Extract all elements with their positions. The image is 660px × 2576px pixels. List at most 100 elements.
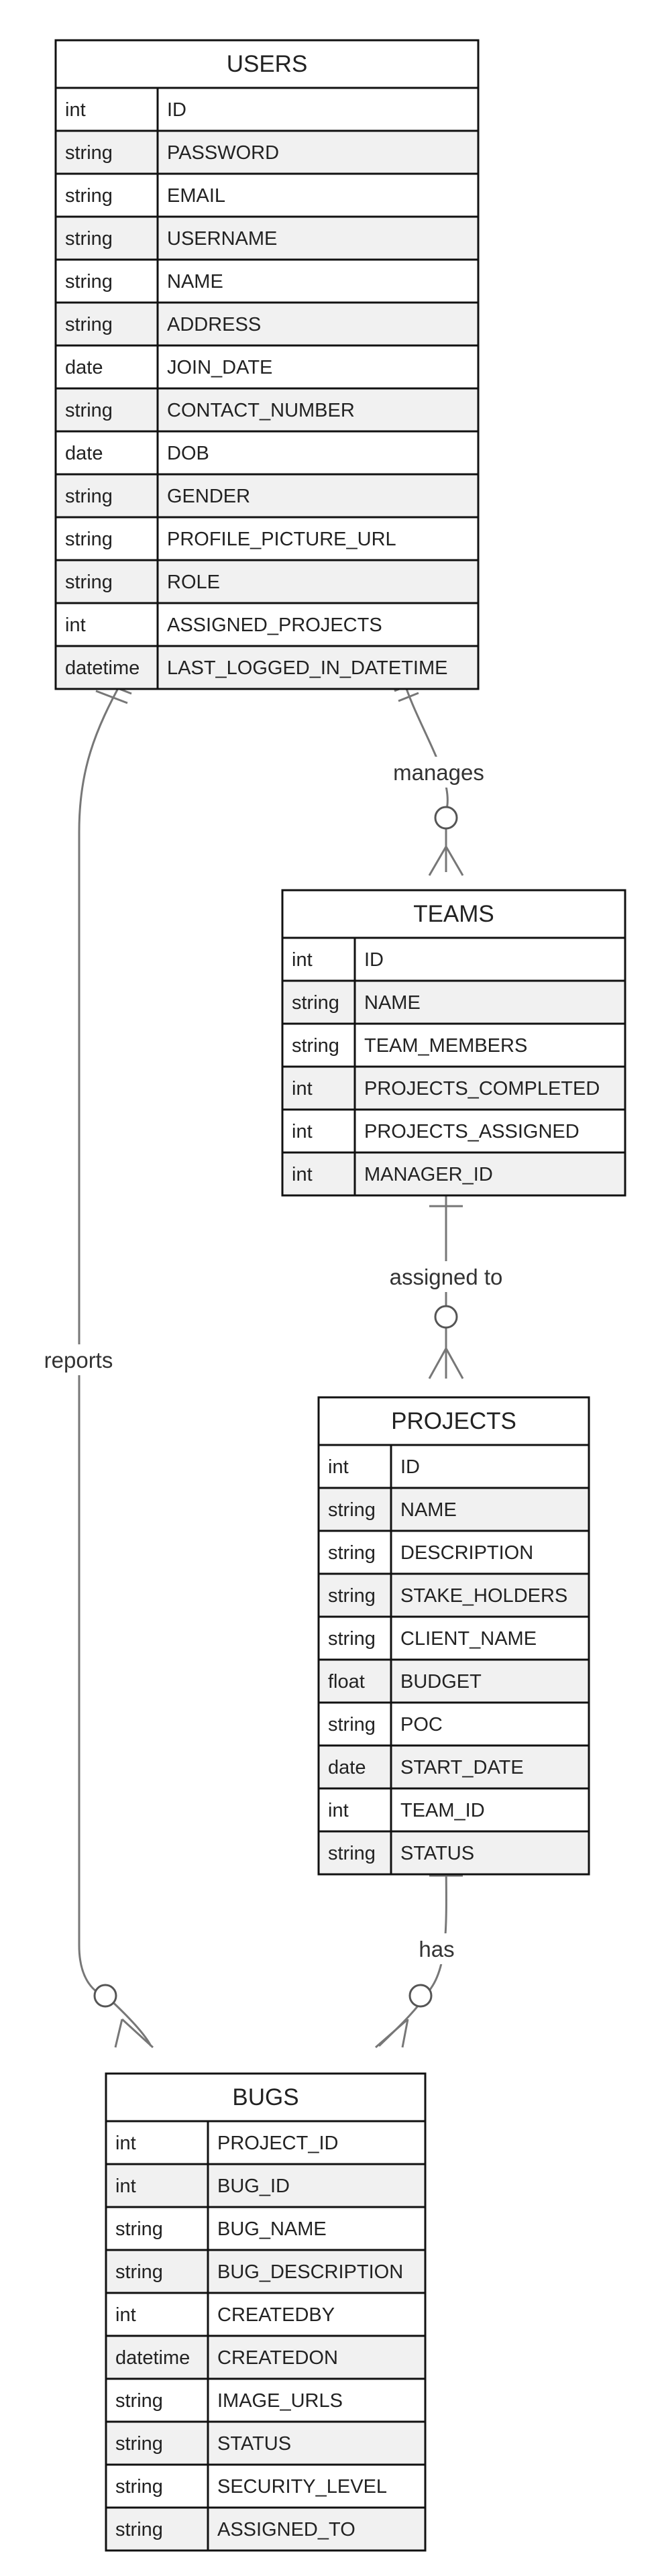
row-background	[56, 303, 478, 345]
attribute-type: string	[65, 271, 113, 292]
attribute-row: int PROJECTS_ASSIGNED	[282, 1108, 625, 1152]
entity-title: BUGS	[232, 2084, 298, 2110]
attribute-name: NAME	[167, 271, 223, 292]
row-background	[107, 2121, 425, 2164]
attribute-type: string	[115, 2390, 163, 2412]
label-background	[382, 1261, 511, 1292]
attribute-type: string	[115, 2218, 163, 2240]
zero-circle-mark	[408, 1984, 433, 2008]
attribute-type: string	[65, 142, 113, 164]
attribute-type: string	[115, 2261, 163, 2283]
row-background	[107, 2422, 425, 2465]
attribute-name: BUDGET	[400, 1671, 482, 1693]
relationship-label: has	[419, 1937, 454, 1962]
row-background	[56, 217, 478, 260]
attribute-name: CREATEDBY	[217, 2304, 335, 2326]
row-background	[107, 2379, 425, 2422]
attribute-type: int	[292, 1121, 313, 1142]
attribute-name: CLIENT_NAME	[400, 1628, 537, 1650]
attribute-type: string	[65, 314, 113, 335]
attribute-name: ID	[364, 949, 384, 971]
attribute-name: IMAGE_URLS	[217, 2390, 343, 2412]
attribute-name: START_DATE	[400, 1757, 524, 1778]
attribute-name: SECURITY_LEVEL	[217, 2476, 387, 2498]
attribute-name: USERNAME	[167, 228, 277, 250]
row-background	[283, 1110, 624, 1152]
row-background	[107, 2207, 425, 2250]
attribute-type: string	[328, 1542, 376, 1564]
attribute-name: POC	[400, 1714, 443, 1735]
attribute-type: int	[65, 99, 86, 121]
row-background	[319, 1788, 588, 1831]
attribute-name: ADDRESS	[167, 314, 261, 335]
attribute-type: string	[115, 2476, 163, 2498]
attribute-type: string	[65, 572, 113, 593]
attribute-name: DESCRIPTION	[400, 1542, 533, 1564]
attribute-type: float	[328, 1671, 365, 1693]
attribute-name: PROJECTS_ASSIGNED	[364, 1121, 580, 1142]
attribute-name: GENDER	[167, 486, 250, 507]
row-background	[56, 174, 478, 217]
attribute-name: CREATEDON	[217, 2347, 338, 2369]
row-background	[56, 88, 478, 131]
attribute-name: STATUS	[217, 2433, 291, 2455]
row-background	[56, 603, 478, 646]
zero-circle-mark	[434, 806, 458, 830]
relationship-projects-bugs: has	[375, 1847, 464, 2049]
one-bar-mark	[398, 692, 419, 702]
attribute-type: string	[65, 529, 113, 550]
row-background	[56, 388, 478, 431]
attribute-name: BUG_DESCRIPTION	[217, 2261, 403, 2283]
attribute-name: NAME	[364, 992, 421, 1014]
attribute-type: string	[65, 185, 113, 207]
row-background	[319, 1831, 588, 1874]
attribute-name: PASSWORD	[167, 142, 279, 164]
relationship-label: reports	[44, 1348, 113, 1373]
row-background	[319, 1703, 588, 1746]
attribute-name: ID	[167, 99, 186, 121]
entity-outline	[54, 39, 480, 690]
attribute-type: string	[328, 1585, 376, 1607]
row-background	[56, 474, 478, 517]
one-bar-mark	[95, 690, 128, 704]
row-background	[283, 1067, 624, 1110]
entity-title: USERS	[227, 51, 308, 77]
label-background	[37, 1344, 121, 1375]
relationship-users-bugs: reports	[37, 676, 154, 2049]
row-background	[319, 1660, 588, 1703]
row-background	[56, 431, 478, 474]
attribute-row: string NAME	[56, 258, 478, 303]
attribute-name: JOIN_DATE	[167, 357, 272, 378]
row-background	[319, 1617, 588, 1660]
attribute-row: string DESCRIPTION	[319, 1529, 589, 1574]
row-background	[56, 517, 478, 560]
attribute-name: PROJECTS_COMPLETED	[364, 1078, 600, 1099]
row-background	[56, 260, 478, 303]
attribute-name: ASSIGNED_TO	[217, 2519, 355, 2540]
attribute-type: int	[115, 2304, 136, 2326]
row-background	[107, 2508, 425, 2551]
connector-line	[78, 676, 152, 2047]
label-background	[409, 1933, 464, 1964]
row-background	[319, 1574, 588, 1617]
entity-outline	[317, 1396, 590, 1876]
attribute-name: NAME	[400, 1499, 457, 1521]
attribute-type: date	[328, 1757, 366, 1778]
attribute-name: BUG_NAME	[217, 2218, 327, 2240]
attribute-type: int	[115, 2176, 136, 2197]
row-background	[107, 2336, 425, 2379]
